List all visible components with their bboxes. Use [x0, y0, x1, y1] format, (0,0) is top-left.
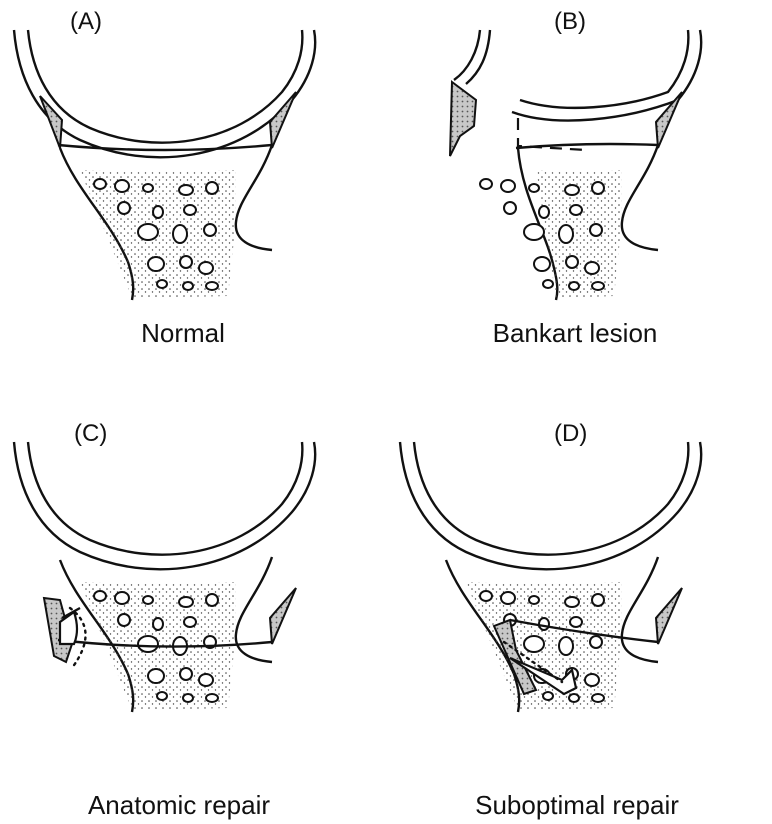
- shoulder-drawing-bankart: [386, 0, 772, 412]
- panel-normal: (A) Normal: [0, 0, 386, 412]
- panel-caption: Suboptimal repair: [384, 790, 770, 821]
- panel-caption: Normal: [0, 318, 376, 349]
- panel-bankart: (B) Bankart lesion: [386, 0, 772, 412]
- panel-anatomic-repair: (C) Anatomic repair: [0, 412, 386, 824]
- anterior-labrum-intact: [40, 96, 62, 148]
- posterior-labrum: [270, 588, 296, 644]
- articular-surface: [516, 144, 658, 148]
- articular-surface: [58, 145, 272, 150]
- panel-suboptimal-repair: (D) Suboptimal repair: [386, 412, 772, 824]
- shoulder-drawing-normal: [0, 0, 386, 412]
- panel-tag: (B): [554, 8, 586, 36]
- posterior-labrum: [656, 588, 682, 644]
- panel-caption: Anatomic repair: [0, 790, 372, 821]
- posterior-labrum: [656, 92, 682, 148]
- panel-tag: (C): [74, 420, 107, 448]
- shoulder-drawing-suboptimal: [386, 412, 772, 824]
- panel-tag: (A): [70, 8, 102, 36]
- panel-tag: (D): [554, 420, 587, 448]
- panel-caption: Bankart lesion: [382, 318, 768, 349]
- shoulder-drawing-anatomic: [0, 412, 386, 824]
- detached-labrum: [450, 82, 476, 156]
